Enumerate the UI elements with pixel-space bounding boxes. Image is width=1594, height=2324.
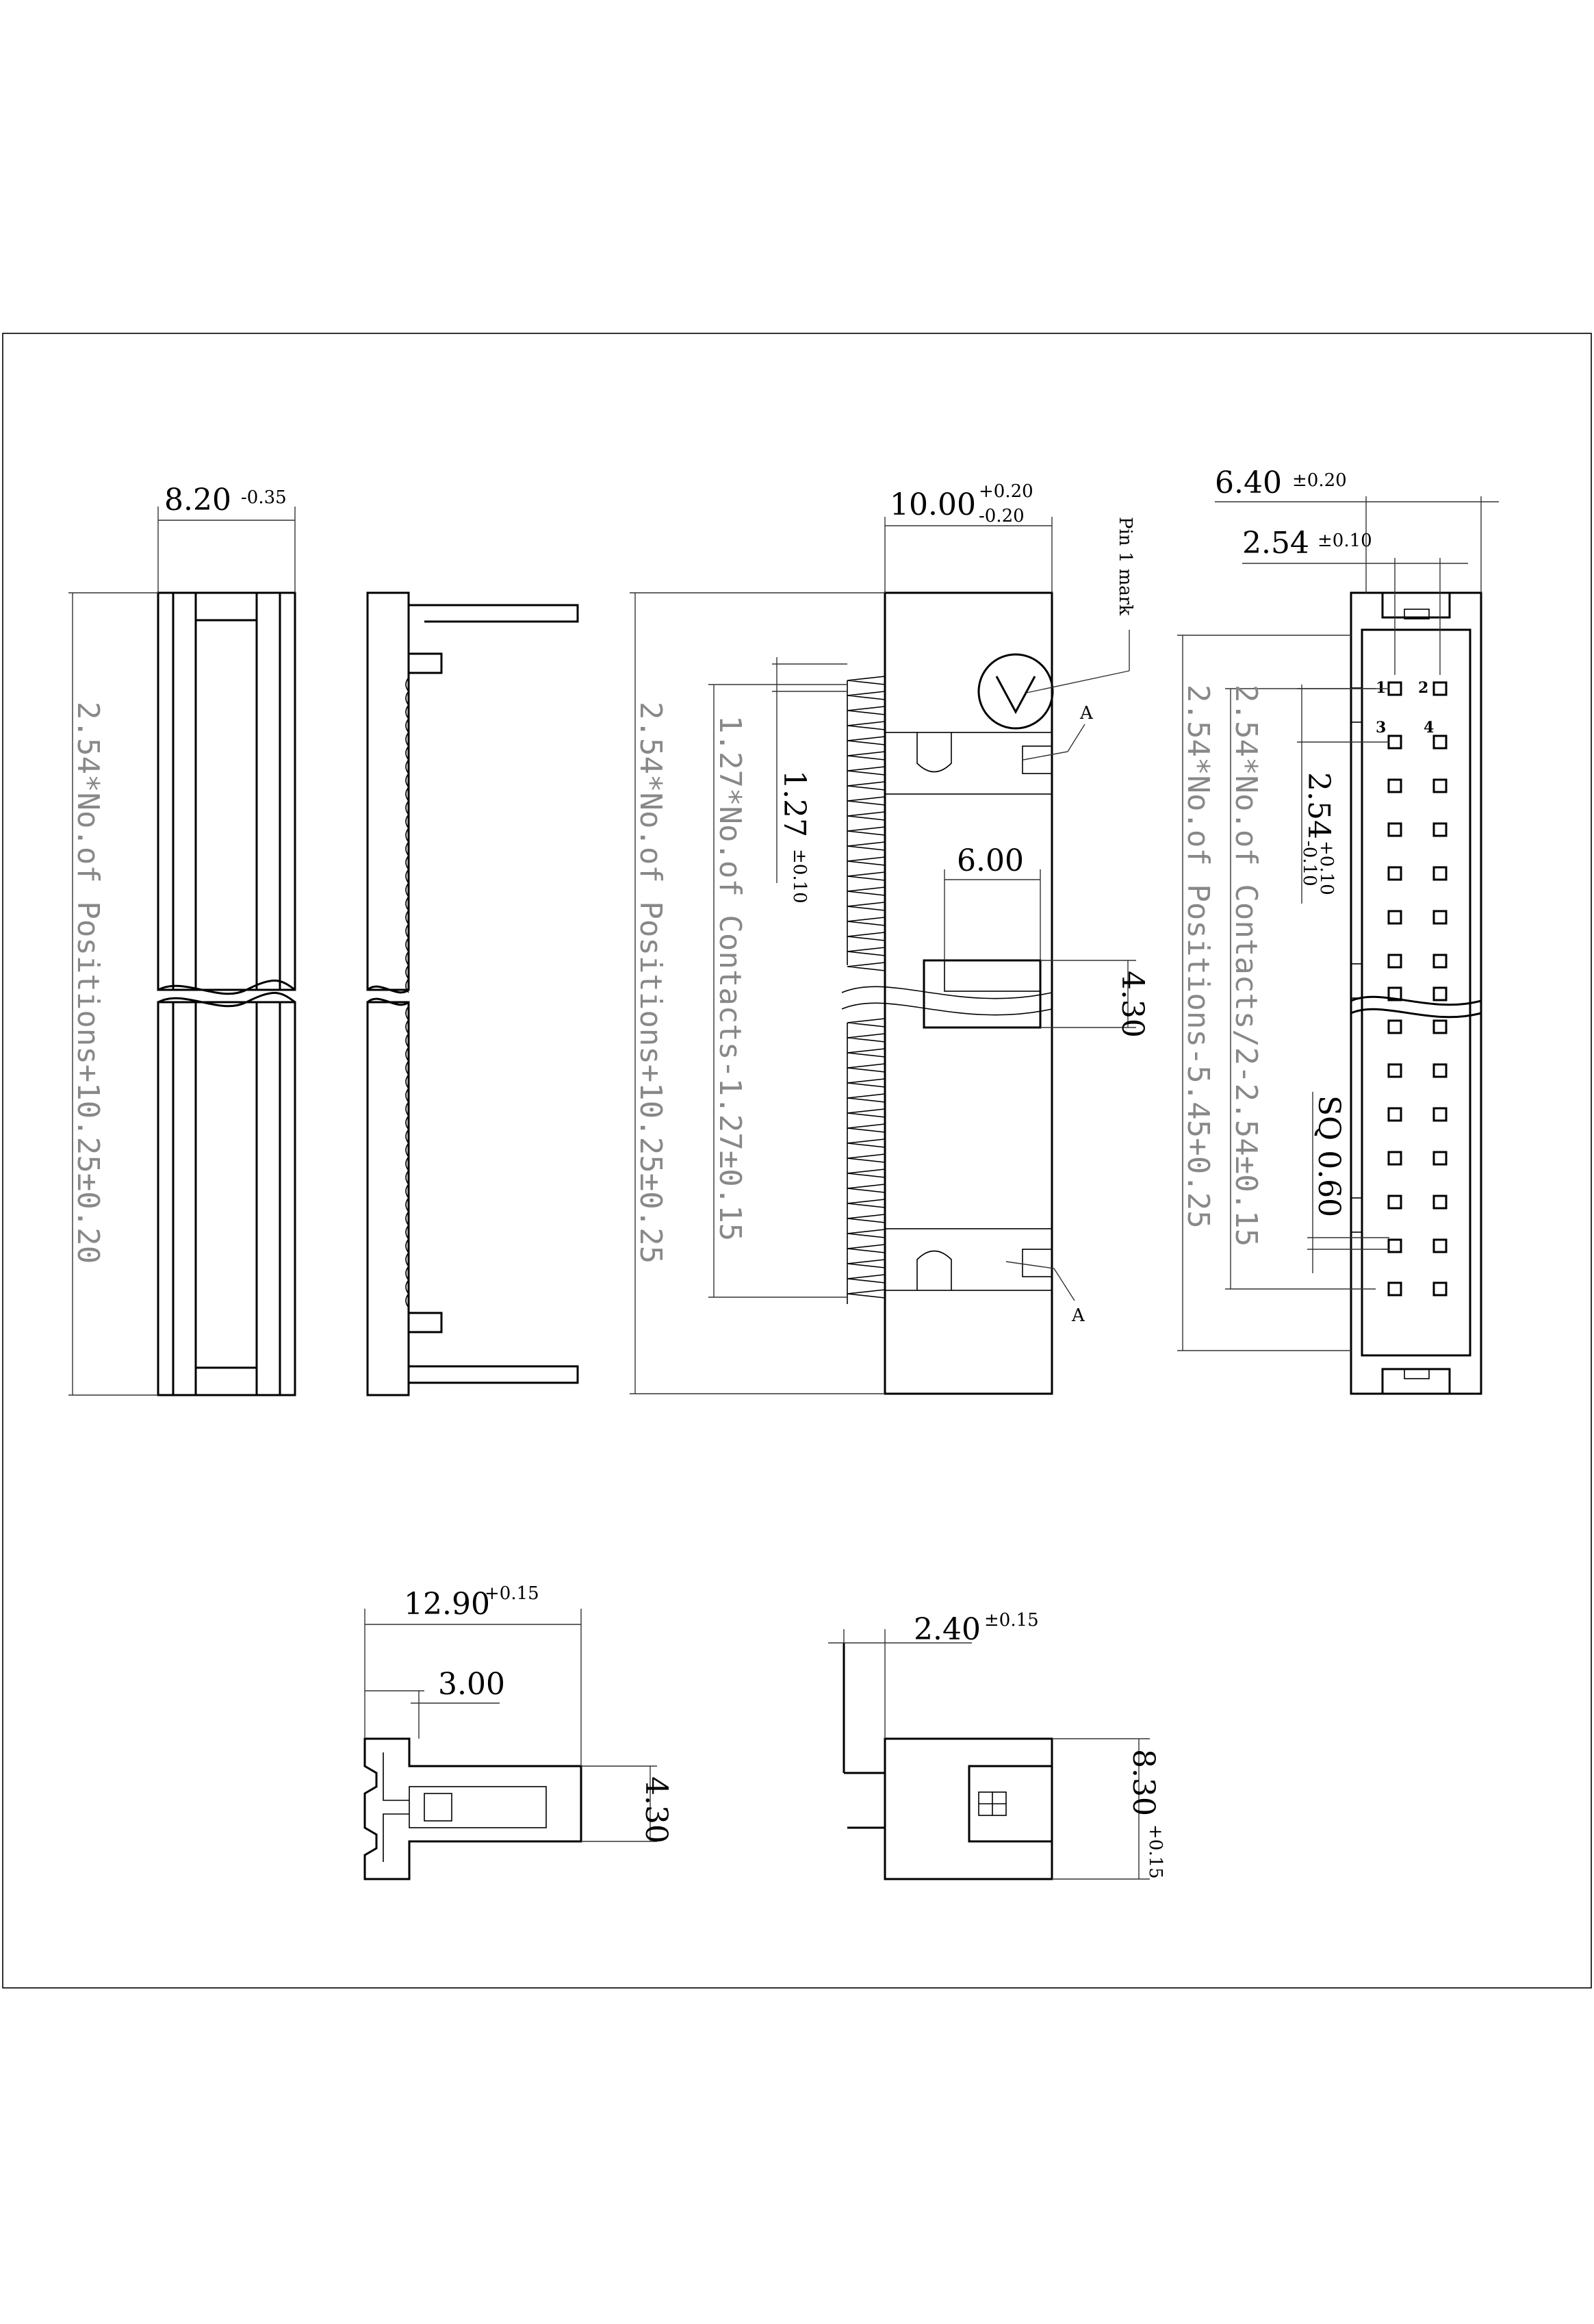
top-pitch-dim: 2.54 (1242, 526, 1309, 561)
top-pitch-tol: ±0.10 (1317, 531, 1372, 551)
square-pin (1432, 986, 1448, 1001)
square-pin (1387, 910, 1402, 925)
top-width-dim: 6.40 (1215, 465, 1282, 500)
section-a-bottom: A (1071, 1305, 1085, 1326)
square-pin (1387, 1195, 1402, 1210)
square-pin (1387, 822, 1402, 837)
side-profile-view (366, 591, 579, 1396)
section-a-top: A (1079, 703, 1094, 724)
top-height-note: 2.54*No.of Positions-5.45+0.25 (1181, 685, 1216, 1229)
top-row-pitch-tol-lower: -0.10 (1299, 841, 1320, 886)
side-width-tol-upper: +0.20 (979, 481, 1033, 502)
pin-label-1: 1 (1376, 679, 1386, 697)
square-pin (1387, 1019, 1402, 1034)
end-height-dim: 8.30 (1126, 1749, 1161, 1816)
slot-height-dim: 4.30 (1115, 971, 1150, 1038)
square-pin (1432, 1063, 1448, 1078)
pin1-mark-label: Pin 1 mark (1115, 517, 1135, 615)
square-pin (1387, 735, 1402, 750)
contact-teeth (847, 676, 886, 1304)
end-view: 2.40 ±0.15 8.30 +0.15 (828, 1610, 1166, 1880)
front-width-dim: 8.20 (164, 483, 231, 518)
square-pin (1432, 1238, 1448, 1253)
end-height-tol: +0.15 (1145, 1824, 1166, 1879)
front-view: 8.20 -0.35 2.54*No.of Positions+10.25±0.… (68, 483, 296, 1396)
slot-width-dim: 6.00 (957, 843, 1024, 878)
pin-label-4: 4 (1424, 719, 1434, 737)
end-pin-tol: ±0.15 (984, 1610, 1039, 1631)
side-width-dim: 10.00 (890, 487, 976, 522)
square-pin (1387, 954, 1402, 969)
section-height-dim: 4.30 (639, 1776, 673, 1843)
side-contacts-note: 1.27*No.of Contacts-1.27±0.15 (712, 715, 747, 1241)
square-pin (1387, 1281, 1402, 1297)
front-width-tol: -0.35 (241, 487, 287, 508)
top-width-tol: ±0.20 (1292, 470, 1347, 491)
square-pin (1387, 681, 1402, 696)
pin-label-2: 2 (1418, 679, 1428, 697)
square-pin (1387, 1063, 1402, 1078)
square-pin (1387, 1151, 1402, 1166)
square-pin (1432, 866, 1448, 881)
section-view: 12.90 +0.15 3.00 4.30 (363, 1583, 673, 1880)
square-pin (1387, 986, 1402, 1001)
top-row-pitch-dim: 2.54 (1301, 772, 1336, 839)
section-offset-dim: 3.00 (438, 1667, 505, 1702)
square-pin (1432, 1151, 1448, 1166)
side-width-tol-lower: -0.20 (979, 506, 1025, 526)
square-pin (1432, 681, 1448, 696)
top-view: 1 2 3 4 6.40 ±0.20 2.54 ±0.10 2.54 +0.10… (1177, 465, 1499, 1395)
section-length-tol: +0.15 (485, 1583, 539, 1604)
square-pin (1432, 735, 1448, 750)
square-pin (1432, 1107, 1448, 1122)
square-pin (1432, 778, 1448, 793)
square-pin (1432, 1019, 1448, 1034)
side-pitch-tol: ±0.10 (789, 849, 810, 904)
square-pin (1432, 822, 1448, 837)
side-pitch-dim: 1.27 (777, 770, 812, 837)
square-pin (1387, 1107, 1402, 1122)
square-pin (1387, 1238, 1402, 1253)
top-row-pitch-tol-upper: +0.10 (1316, 841, 1337, 895)
top-contacts-note: 2.54*No.of Contacts/2-2.54±0.15 (1229, 685, 1263, 1247)
side-height-note: 2.54*No.of Positions+10.25±0.25 (633, 702, 668, 1264)
side-view: Pin 1 mark A A 10.00 +0.20 -0.20 2.54*No… (630, 481, 1150, 1395)
section-length-dim: 12.90 (404, 1587, 490, 1622)
square-pin (1432, 910, 1448, 925)
pin-size-note: SQ 0.60 (1311, 1095, 1346, 1217)
square-pin (1387, 866, 1402, 881)
pin-grid (1387, 681, 1448, 1297)
square-pin (1432, 1281, 1448, 1297)
drawing-frame (2, 333, 1592, 1989)
front-height-note: 2.54*No.of Positions+10.25±0.20 (70, 702, 105, 1264)
square-pin (1432, 954, 1448, 969)
square-pin (1432, 1195, 1448, 1210)
pin-label-3: 3 (1376, 719, 1386, 737)
square-pin (1387, 778, 1402, 793)
end-pin-dim: 2.40 (914, 1612, 981, 1647)
